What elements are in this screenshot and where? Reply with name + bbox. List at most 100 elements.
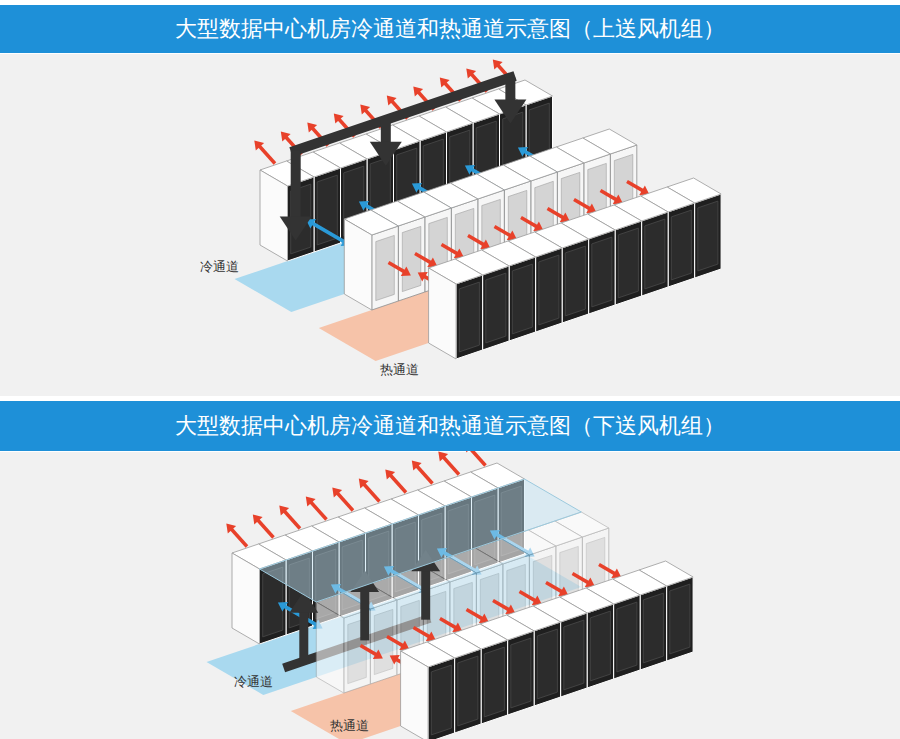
exhaust-arrow-shaft bbox=[494, 227, 511, 237]
exhaust-arrow-head bbox=[418, 272, 428, 282]
intake-arrow-head bbox=[359, 201, 369, 211]
exhaust-arrow-head bbox=[332, 488, 342, 498]
exhaust-arrow-head bbox=[279, 506, 289, 516]
rack-door bbox=[592, 237, 612, 307]
intake-arrow-shaft bbox=[312, 223, 345, 242]
rack-back bbox=[398, 217, 425, 301]
rack-front bbox=[642, 212, 669, 296]
exhaust-arrow-head bbox=[385, 470, 395, 480]
rack-door bbox=[511, 638, 531, 708]
rack-front bbox=[615, 221, 642, 305]
rack-back bbox=[370, 600, 397, 684]
rack-end bbox=[232, 553, 260, 644]
exhaust-arrow-shaft bbox=[466, 610, 483, 620]
rack-scene bbox=[235, 60, 722, 362]
exhaust-arrow-head bbox=[412, 461, 422, 471]
rack-end bbox=[260, 170, 288, 261]
intake-arrow-head bbox=[278, 602, 288, 612]
exhaust-arrow-head bbox=[390, 655, 400, 665]
exhaust-arrow-shaft bbox=[259, 146, 275, 164]
rack-front bbox=[509, 257, 535, 341]
exhaust-arrow-shaft bbox=[443, 457, 459, 475]
exhaust-arrow-shaft bbox=[257, 520, 273, 538]
exhaust-arrow-head bbox=[281, 132, 291, 142]
rack-door bbox=[537, 629, 557, 699]
rack-end bbox=[344, 219, 372, 310]
rack-panel bbox=[376, 235, 395, 300]
exhaust-arrow-shaft bbox=[390, 475, 406, 493]
supply-arrow-head bbox=[494, 100, 526, 124]
rack-front bbox=[668, 203, 695, 287]
exhaust-arrow-shaft bbox=[600, 191, 617, 201]
exhaust-arrow-shaft bbox=[310, 502, 326, 520]
rack-door bbox=[486, 273, 506, 343]
panel-ground bbox=[0, 452, 900, 739]
exhaust-arrow-head bbox=[373, 649, 383, 659]
exhaust-arrow-shaft bbox=[416, 466, 432, 484]
rack-front bbox=[483, 266, 510, 350]
exhaust-arrow-head bbox=[306, 497, 316, 507]
title-text: 大型数据中心机房冷通道和热通道示意图（上送风机组） bbox=[175, 15, 725, 43]
exhaust-arrow-shaft bbox=[363, 484, 379, 502]
rack-door bbox=[590, 611, 610, 681]
title-band: 大型数据中心机房冷通道和热通道示意图（下送风机组） bbox=[0, 401, 900, 451]
rack-door bbox=[643, 593, 663, 663]
aisle-label: 冷通道 bbox=[232, 674, 275, 690]
supply-arrow-shaft bbox=[291, 150, 301, 221]
rack-front bbox=[536, 248, 563, 332]
rack-row bbox=[429, 178, 721, 359]
exhaust-arrow-shaft bbox=[547, 209, 564, 219]
rack-door bbox=[539, 255, 559, 325]
rack-door bbox=[698, 201, 718, 271]
exhaust-arrow-shaft bbox=[468, 236, 485, 246]
exhaust-arrow-shaft bbox=[574, 200, 591, 210]
intake-arrow-head bbox=[465, 165, 475, 175]
rack-door bbox=[618, 228, 638, 298]
rack-front bbox=[640, 586, 667, 670]
exhaust-arrow-shaft bbox=[546, 583, 563, 593]
exhaust-arrow-shaft bbox=[627, 182, 644, 192]
exhaust-arrow-shaft bbox=[231, 529, 247, 547]
glass-roof bbox=[260, 479, 582, 602]
exhaust-arrow-shaft bbox=[387, 637, 404, 647]
exhaust-arrow-shaft bbox=[441, 245, 458, 255]
exhaust-arrow-head bbox=[440, 78, 450, 88]
exhaust-arrow-head bbox=[226, 524, 236, 534]
exhaust-arrow-head bbox=[254, 141, 264, 151]
exhaust-arrow-shaft bbox=[440, 619, 457, 629]
supply-arrow-head bbox=[370, 142, 402, 166]
rack-end bbox=[429, 268, 457, 359]
intake-arrow-head bbox=[518, 147, 528, 157]
rack-end bbox=[316, 602, 344, 693]
exhaust-arrow-head bbox=[413, 87, 423, 97]
rack-end bbox=[401, 651, 429, 739]
aisle-label: 热通道 bbox=[378, 362, 421, 378]
exhaust-arrow-shaft bbox=[413, 628, 430, 638]
rack-door bbox=[458, 656, 478, 726]
exhaust-arrow-head bbox=[253, 515, 263, 525]
exhaust-arrow-head bbox=[387, 96, 397, 106]
rack-front bbox=[481, 640, 508, 724]
exhaust-arrow-shaft bbox=[337, 493, 353, 511]
exhaust-arrow-head bbox=[360, 105, 370, 115]
rack-door bbox=[459, 282, 479, 352]
exhaust-arrow-shaft bbox=[572, 574, 589, 584]
exhaust-arrow-head bbox=[438, 452, 448, 462]
exhaust-arrow-shaft bbox=[388, 263, 405, 273]
exhaust-arrow-shaft bbox=[599, 565, 616, 575]
rack-front bbox=[508, 631, 534, 715]
exhaust-arrow-shaft bbox=[519, 592, 536, 602]
aisle-label: 热通道 bbox=[328, 718, 371, 734]
rack-door bbox=[431, 665, 451, 735]
rack-front bbox=[614, 595, 641, 679]
rack-door bbox=[645, 219, 665, 289]
rack-door bbox=[564, 620, 584, 690]
rack-door bbox=[484, 647, 504, 717]
supply-arrow-shaft bbox=[421, 567, 430, 620]
rack-scene bbox=[207, 443, 694, 739]
rack-front bbox=[695, 194, 722, 278]
exhaust-arrow-shaft bbox=[284, 511, 300, 529]
supply-arrow-head bbox=[280, 216, 312, 240]
exhaust-arrow-shaft bbox=[521, 218, 538, 228]
